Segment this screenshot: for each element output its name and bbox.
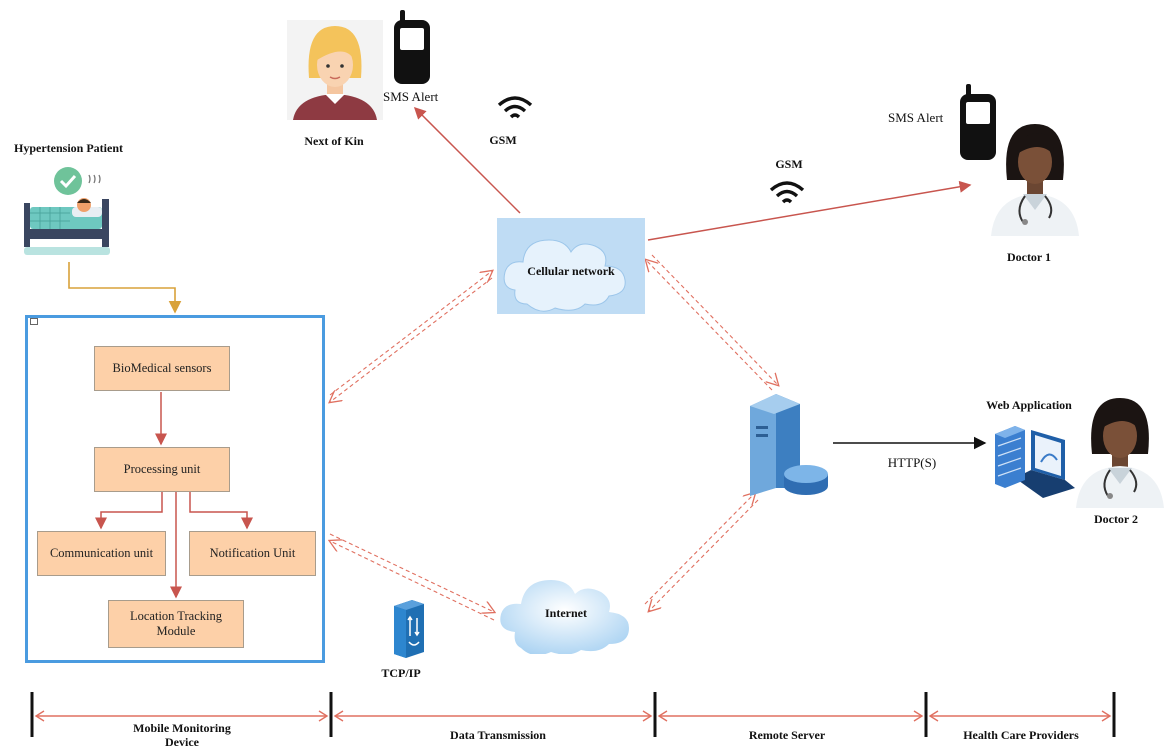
stage-mobile-line1: Mobile Monitoring [133,721,231,735]
stage-mobile-line2: Device [165,735,199,749]
patient-bed-icon [24,167,110,255]
http-label: HTTP(S) [887,455,937,470]
internet-cloud-icon [500,580,629,654]
sms-alert-kin-label: SMS Alert [383,89,439,104]
tcpip-switch-icon [394,600,424,658]
cellular-to-doctor1-arrow [647,180,972,241]
wifi-icon-gsm1 [497,96,533,119]
phone-icon-doctor1 [960,84,996,160]
location-tracking-line2: Module [156,624,196,638]
cellular-to-kin-arrow [413,106,521,214]
patient-to-device-arrow [68,262,182,314]
communication-unit-block: Communication unit [37,531,166,576]
biomedical-sensors-block: BioMedical sensors [94,346,230,391]
web-application-laptop-icon [995,426,1075,498]
doctor2-avatar-icon [1076,398,1164,508]
doctor2-label: Doctor 2 [1093,512,1139,526]
gsm-doctor1-label: GSM [775,157,803,171]
processing-unit-block: Processing unit [94,447,230,492]
location-tracking-line1: Location Tracking [129,609,222,623]
stage-data-transmission-label: Data Transmission [450,728,546,742]
internet-label: Internet [545,606,587,620]
web-application-label: Web Application [986,398,1072,412]
wifi-icon-gsm2 [769,181,805,204]
next-of-kin-label: Next of Kin [304,134,364,148]
stage-mobile-monitoring-label: Mobile Monitoring Device [133,721,231,749]
minimize-icon [30,318,38,325]
notification-unit-block: Notification Unit [189,531,316,576]
doctor1-label: Doctor 1 [1006,250,1052,264]
stage-health-care-label: Health Care Providers [963,728,1079,742]
stage-bar [30,692,1116,737]
sms-alert-doctor1-label: SMS Alert [888,110,944,125]
location-tracking-block: Location Tracking Module [108,600,244,648]
next-of-kin-avatar-icon [287,20,383,120]
stage-remote-server-label: Remote Server [748,728,826,742]
cellular-network-label: Cellular network [527,264,615,278]
dashed-links [330,254,778,621]
cellular-network-cloud-icon [497,218,645,314]
server-icon [750,394,828,496]
gsm-kin-label: GSM [489,133,517,147]
tcpip-label: TCP/IP [381,666,421,680]
patient-label: Hypertension Patient [14,141,123,155]
phone-icon-kin [394,10,430,84]
doctor1-avatar-icon [991,124,1079,236]
